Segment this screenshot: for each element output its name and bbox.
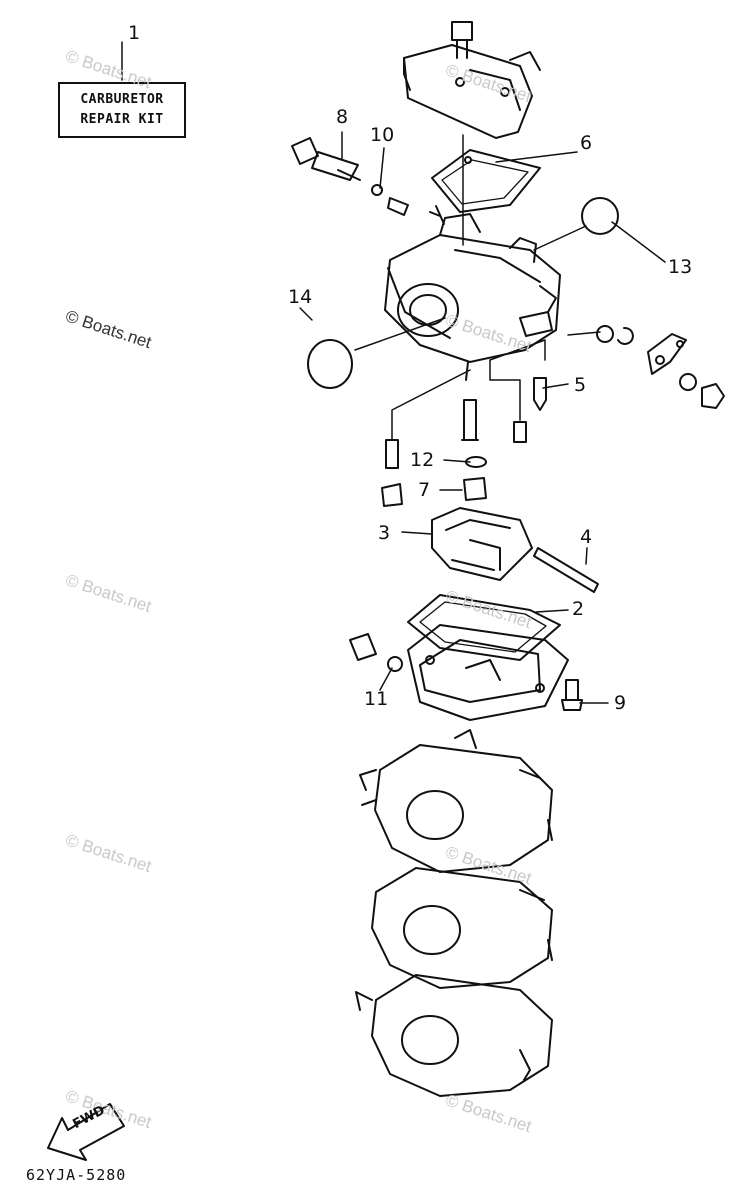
- screw-9: [561, 679, 583, 711]
- callout-5: 5: [574, 374, 587, 396]
- callout-3: 3: [378, 522, 391, 544]
- kit-label-line1: CARBURETOR: [80, 92, 164, 107]
- float-chamber: [407, 624, 569, 721]
- gasket-13: [581, 197, 619, 235]
- carburetor-body: [384, 205, 561, 381]
- callout-14: 14: [288, 286, 313, 308]
- callout-7: 7: [418, 479, 431, 501]
- diagram-part-code: 62YJA-5280: [26, 1166, 127, 1184]
- spring: [387, 197, 409, 216]
- callout-9: 9: [614, 692, 627, 714]
- callout-8: 8: [336, 106, 349, 128]
- callout-13: 13: [668, 256, 693, 278]
- kit-label-line2: REPAIR KIT: [80, 112, 164, 127]
- callout-1: 1: [128, 22, 141, 44]
- o-ring-14: [307, 339, 353, 389]
- main-nozzle: [461, 399, 479, 441]
- top-bracket: [403, 21, 541, 139]
- throttle-linkage: [596, 325, 725, 409]
- plug: [381, 483, 403, 507]
- callout-11: 11: [364, 688, 389, 710]
- float-pin-4: [533, 547, 599, 593]
- gasket-6: [431, 149, 541, 213]
- float-3: [431, 507, 533, 581]
- carburetor-repair-kit-label: CARBURETOR REPAIR KIT: [58, 82, 186, 138]
- float-chamber-gasket-2: [407, 594, 561, 661]
- jet-holder: [385, 439, 399, 469]
- leader-lines: [121, 41, 666, 704]
- carburetor-stack: [355, 729, 553, 1097]
- main-jet-7: [463, 477, 487, 501]
- callout-10: 10: [370, 124, 395, 146]
- washer-11: [387, 656, 403, 672]
- o-ring-10: [371, 184, 383, 196]
- needle-valve-5: [533, 377, 547, 411]
- o-ring-12: [465, 456, 487, 468]
- pilot-jet-screw: [513, 421, 527, 443]
- callout-2: 2: [572, 598, 585, 620]
- callout-6: 6: [580, 132, 593, 154]
- pilot-screw-8: [291, 137, 361, 181]
- drain-screw: [349, 633, 377, 661]
- callout-4: 4: [580, 526, 593, 548]
- callout-12: 12: [410, 449, 435, 471]
- fwd-arrow-icon: [47, 1103, 125, 1161]
